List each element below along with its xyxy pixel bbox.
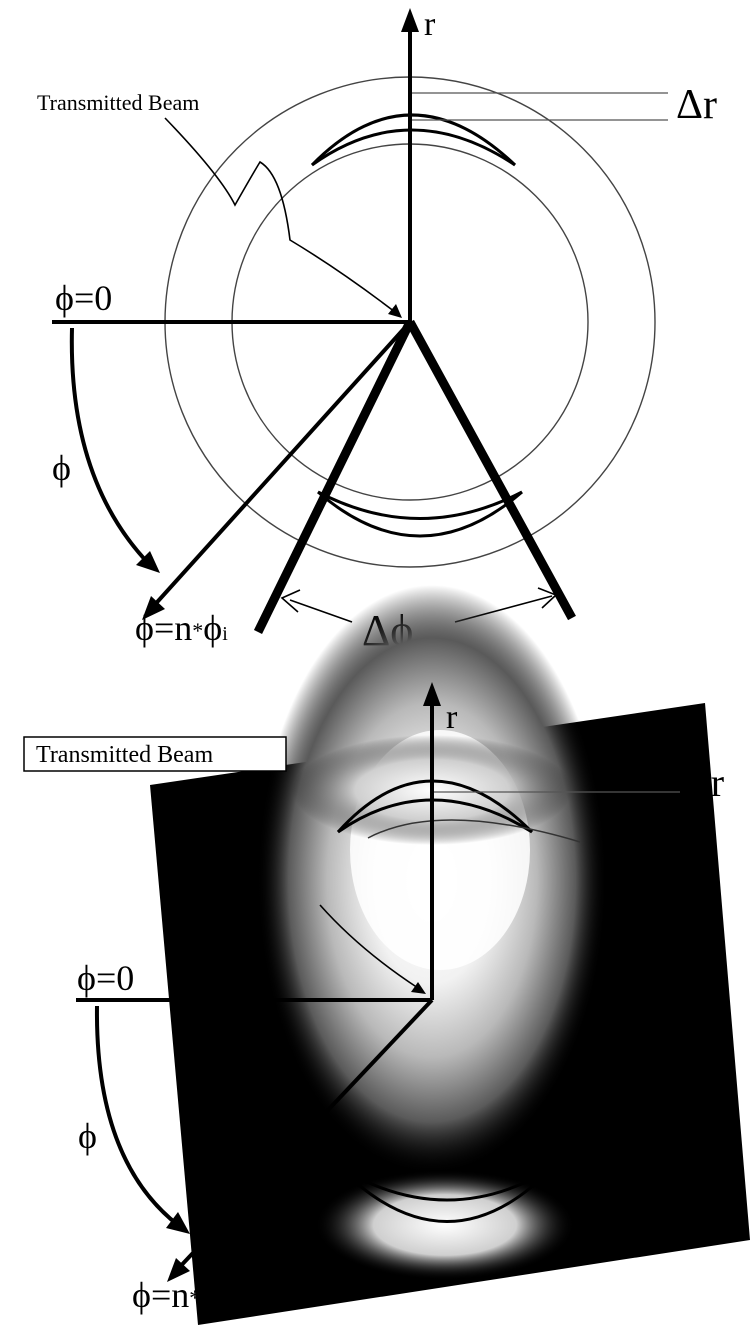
bottom-bottom-arc-outer: [338, 1166, 554, 1223]
bottom-r-axis-arrowhead: [423, 682, 441, 706]
bottom-phi-n-label-star: *: [189, 1285, 200, 1310]
top-phi-zero-label: ϕ=0: [55, 278, 112, 318]
top-phi-n-label-sub: i: [222, 623, 228, 645]
top-phi-n-label-end: ϕ: [203, 608, 222, 648]
top-r-label: r: [424, 6, 436, 43]
wedge-right-edge: [406, 319, 576, 621]
bottom-phi-n-label-main: ϕ=n: [132, 1275, 189, 1315]
wedge-left-edge: [253, 320, 415, 634]
phi-angle-arrowhead: [136, 551, 160, 573]
bottom-phi-angle-arc: [94, 1005, 180, 1227]
phi-n-arrowhead: [142, 596, 165, 620]
bottom-phi-n-line: [173, 998, 434, 1274]
top-phi-n-label-star: *: [192, 618, 203, 643]
bottom-phi-label: ϕ: [78, 1116, 97, 1156]
top-phi-n-label-main: ϕ=n: [135, 608, 192, 648]
transmitted-beam-pointer: [164, 117, 396, 313]
top-transmitted-beam-label: Transmitted Beam: [37, 90, 199, 115]
bottom-transmitted-beam-label: Transmitted Beam: [36, 742, 213, 768]
top-panel: r Δr Transmitted Beam ϕ=0 ϕ ϕ=n*ϕi Δϕ: [37, 6, 717, 655]
delta-phi-right-arrowhead: [537, 587, 558, 609]
bottom-phi-n-label-end: ϕ: [200, 1275, 219, 1315]
bottom-arc-inner: [317, 490, 523, 520]
delta-phi-left-arrowhead: [280, 589, 301, 613]
bottom-phi-n-label: ϕ=n*ϕ: [132, 1275, 219, 1315]
top-phi-label: ϕ: [52, 448, 71, 488]
top-phi-n-label: ϕ=n*ϕi: [135, 608, 228, 648]
r-axis-arrowhead: [401, 8, 419, 32]
phi-n-line: [148, 320, 412, 612]
bottom-arc-glow: [315, 1170, 575, 1280]
bottom-r-label: r: [446, 699, 458, 736]
bottom-bottom-arc-inner: [339, 1166, 553, 1202]
bottom-phi-zero-label: ϕ=0: [77, 958, 134, 998]
transmitted-beam-box: [23, 736, 287, 772]
bottom-phi-n-arrowhead: [167, 1258, 190, 1282]
transmitted-beam-arrowhead: [388, 304, 402, 318]
bottom-phi-angle-arrowhead: [166, 1212, 190, 1234]
phi-angle-arc: [69, 327, 152, 567]
bottom-inner-ring-segment: [367, 819, 581, 843]
bottom-transmitted-beam-pointer: [319, 904, 419, 989]
bottom-transmitted-beam-arrowhead: [411, 982, 426, 994]
bottom-panel: Transmitted Beam r Δr ϕ=0 ϕ ϕ=n*ϕ: [23, 585, 750, 1325]
bottom-arc-outer: [317, 490, 523, 538]
delta-phi-left-arrow: [289, 599, 353, 623]
bottom-delta-r-label: Δr: [685, 760, 724, 805]
top-delta-r-label: Δr: [676, 82, 717, 128]
